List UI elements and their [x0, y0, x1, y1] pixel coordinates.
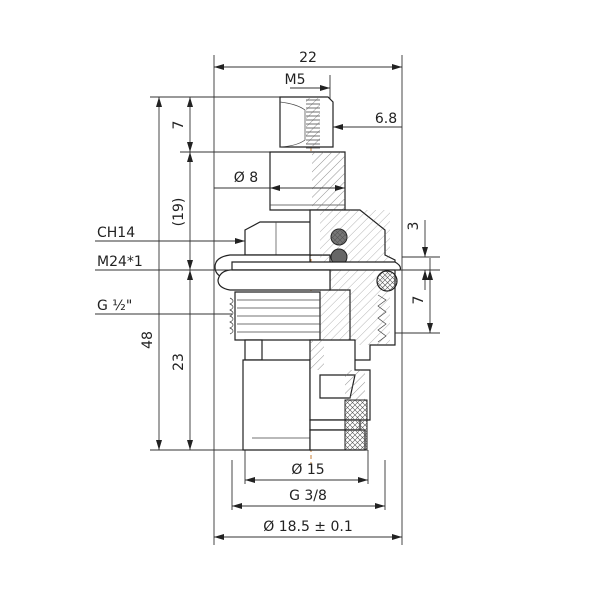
o-ring-outer — [376, 270, 398, 292]
dim-bore-diameter: Ø 15 — [291, 462, 324, 478]
dimension-labels: 22 M5 6.8 Ø 8 7 (19) 48 23 3 7 Ø 15 G 3/… — [97, 50, 427, 535]
dim-total-height: 48 — [140, 331, 156, 349]
dimension-lines — [95, 64, 440, 540]
dim-thread-bottom: G 3/8 — [289, 488, 327, 504]
dim-height-top: 7 — [171, 121, 187, 130]
extension-lines — [150, 55, 431, 545]
callout-metric-thread: M24*1 — [97, 254, 143, 270]
dim-thread-top: M5 — [285, 72, 306, 88]
callout-hex: CH14 — [97, 225, 135, 241]
dim-ref-height: (19) — [171, 198, 187, 227]
cartridge-body — [214, 96, 402, 451]
dim-overall-width: 22 — [299, 50, 317, 66]
dim-lower-height: 23 — [171, 353, 187, 371]
dim-outer-diameter: Ø 18.5 ± 0.1 — [263, 519, 353, 535]
lower-gasket — [344, 399, 368, 451]
dim-seal-offset: 3 — [406, 222, 422, 231]
dim-seal-height: 7 — [411, 296, 427, 305]
callout-pipe-thread: G ½" — [97, 298, 132, 314]
dim-stem-diameter: Ø 8 — [234, 170, 258, 186]
dim-top-diameter: 6.8 — [375, 111, 397, 127]
